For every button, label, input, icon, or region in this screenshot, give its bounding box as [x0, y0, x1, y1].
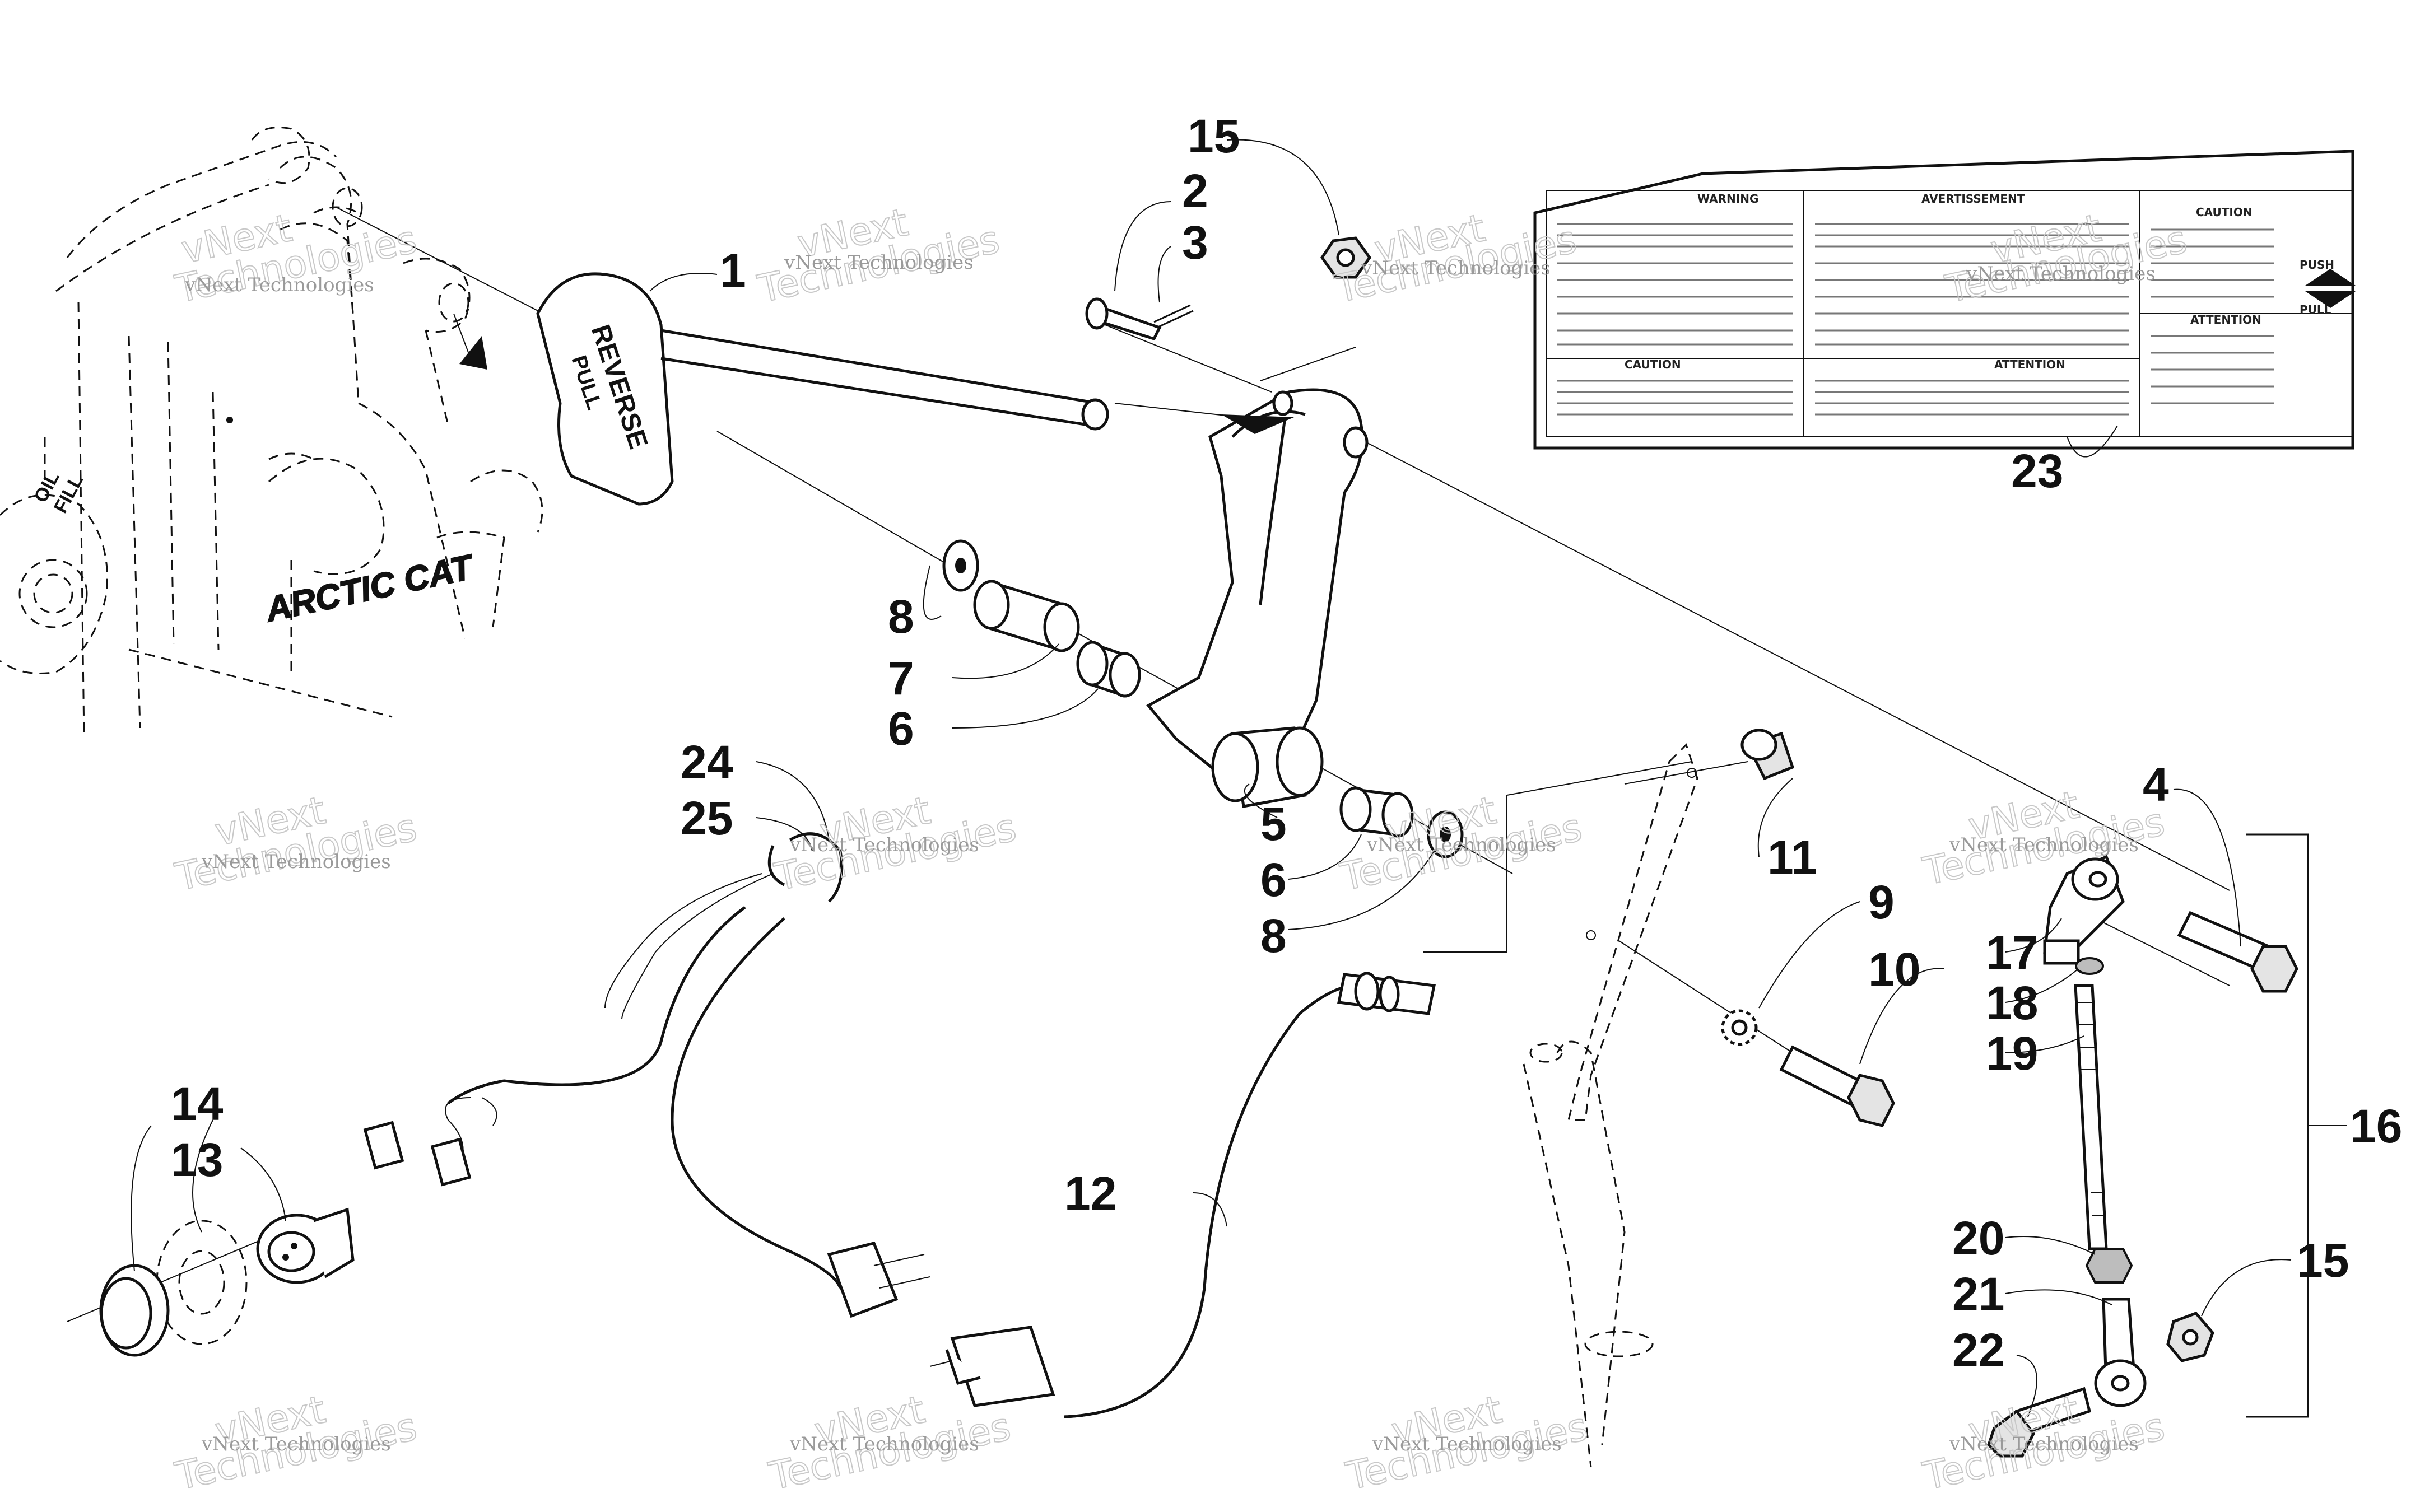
callout-16: 16 [2350, 1100, 2402, 1152]
callout-leaders [131, 139, 2347, 1417]
callout-20: 20 [1952, 1212, 2004, 1264]
watermark-br: vNext Technologies vNext Technologies [1342, 1387, 1592, 1500]
decal-caution-small-text: CAUTION [2196, 206, 2253, 219]
decal-attention-text: ATTENTION [1994, 358, 2065, 371]
callout-13: 13 [171, 1133, 223, 1186]
callout-15b: 15 [2297, 1234, 2349, 1287]
callout-24: 24 [681, 736, 733, 788]
svg-text:vNext Technologies: vNext Technologies [789, 834, 979, 856]
watermark-ml: vNext Technologies vNext Technologies [171, 788, 421, 900]
decal-push-text: PUSH [2300, 258, 2334, 272]
star-washer [1721, 1009, 1758, 1046]
decal-attention-small-text: ATTENTION [2190, 313, 2261, 326]
callout-2: 2 [1182, 165, 1208, 217]
assembly-lines [67, 207, 2230, 1322]
decal-pull-text: PULL [2300, 303, 2331, 316]
linkage-rod-assembly [1987, 833, 2309, 1458]
shift-arm-dashed [1523, 743, 1698, 1468]
decal-avertissement-text: AVERTISSEMENT [1921, 192, 2025, 206]
svg-text:vNext Technologies: vNext Technologies [1966, 263, 2156, 285]
bushings-right [1339, 786, 1464, 858]
top-nut [1320, 236, 1372, 279]
svg-text:vNext Technologies: vNext Technologies [201, 851, 391, 873]
decal-warning-text: WARNING [1697, 192, 1758, 206]
bolt-10 [1779, 1045, 1895, 1127]
callout-8b: 8 [1260, 909, 1287, 962]
svg-text:vNext Technologies: vNext Technologies [201, 1433, 391, 1455]
reverse-lever [1146, 388, 1369, 808]
warning-decal: WARNING AVERTISSEMENT CAUTION ATTENTION … [1533, 150, 2356, 450]
callout-4: 4 [2143, 758, 2169, 811]
watermark-bl: vNext Technologies vNext Technologies [171, 1387, 421, 1500]
decal-caution-text: CAUTION [1625, 358, 1681, 371]
callout-8a: 8 [888, 590, 914, 643]
lever-arrow-icon [1221, 414, 1294, 434]
callout-21: 21 [1952, 1268, 2004, 1320]
watermark-mc: vNext Technologies vNext Technologies [770, 788, 1021, 900]
svg-text:vNext Technologies: vNext Technologies [1949, 1433, 2139, 1455]
callout-17: 17 [1986, 926, 2038, 979]
callout-19: 19 [1986, 1027, 2038, 1080]
svg-text:vNext Technologies: vNext Technologies [184, 274, 374, 296]
callout-9: 9 [1868, 876, 1895, 928]
clevis-pin [1085, 297, 1194, 341]
callout-22: 22 [1952, 1324, 2004, 1376]
callout-25: 25 [681, 792, 733, 844]
callout-18: 18 [1986, 977, 2038, 1029]
cap-nut [1740, 729, 1795, 781]
svg-text:vNext Technologies: vNext Technologies [784, 251, 974, 274]
wiring-harness [99, 832, 1436, 1418]
svg-text:vNext Technologies: vNext Technologies [1366, 834, 1556, 856]
svg-text:vNext Technologies: vNext Technologies [1372, 1433, 1562, 1455]
callout-23: 23 [2011, 445, 2063, 497]
callout-5: 5 [1260, 797, 1287, 850]
svg-text:vNext Technologies: vNext Technologies [789, 1433, 979, 1455]
svg-text:vNext Technologies: vNext Technologies [1949, 834, 2139, 856]
decal-down-arrow-icon [2305, 291, 2356, 308]
arctic-cat-brand-text: ARCTIC CAT [262, 547, 478, 629]
bushings-left [942, 539, 1141, 698]
watermark-far-mr: vNext Technologies vNext Technologies [1919, 782, 2169, 895]
watermark-tc: vNext Technologies vNext Technologies [753, 200, 1004, 312]
callout-10: 10 [1868, 943, 1920, 996]
callout-numbers: 1 2 3 4 5 6 6 7 8 8 9 10 11 12 13 14 15 … [171, 110, 2402, 1376]
decal-up-arrow-icon [2305, 269, 2356, 286]
watermark-tl: vNext Technologies vNext Technologies [171, 206, 421, 312]
callout-11: 11 [1767, 831, 1817, 884]
callout-14: 14 [171, 1077, 224, 1130]
callout-7: 7 [888, 652, 914, 704]
callout-3: 3 [1182, 216, 1208, 269]
svg-text:vNext Technologies: vNext Technologies [1361, 257, 1551, 279]
mount-arrow-icon [459, 336, 487, 370]
callout-12: 12 [1064, 1167, 1116, 1220]
callout-1: 1 [720, 244, 746, 297]
reverse-knob: PULL REVERSE [536, 272, 1109, 506]
callout-15a: 15 [1188, 110, 1240, 162]
callout-6b: 6 [1260, 853, 1287, 906]
callout-6a: 6 [888, 702, 914, 755]
